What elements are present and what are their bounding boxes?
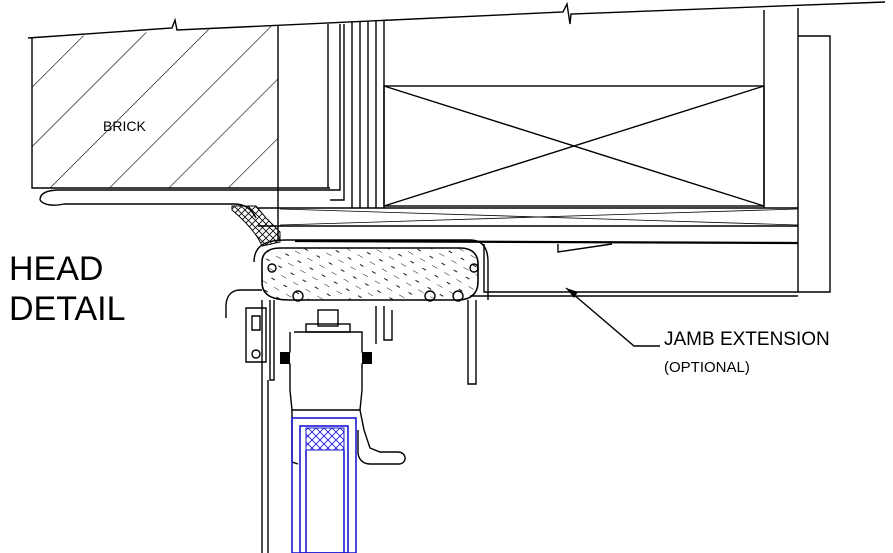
weatherstrip-clip <box>245 307 267 363</box>
sealant-bead <box>231 205 281 247</box>
optional-label: (OPTIONAL) <box>664 359 750 376</box>
jamb-extension <box>470 243 798 297</box>
wood-header <box>383 8 831 293</box>
brick-label: BRICK <box>103 118 146 134</box>
framing-studs <box>351 20 385 208</box>
head-frame-profile <box>225 239 489 318</box>
rough-opening <box>258 188 799 245</box>
jamb-extension-leader <box>565 287 660 347</box>
jamb-extension-label: JAMB EXTENSION <box>664 329 830 350</box>
insulated-glazing <box>291 417 357 553</box>
title-line-2: DETAIL <box>9 290 126 328</box>
top-break-line <box>27 1 886 39</box>
brick-wall <box>31 24 330 189</box>
frame-legs <box>261 300 477 553</box>
title-line-1: HEAD <box>9 250 103 288</box>
